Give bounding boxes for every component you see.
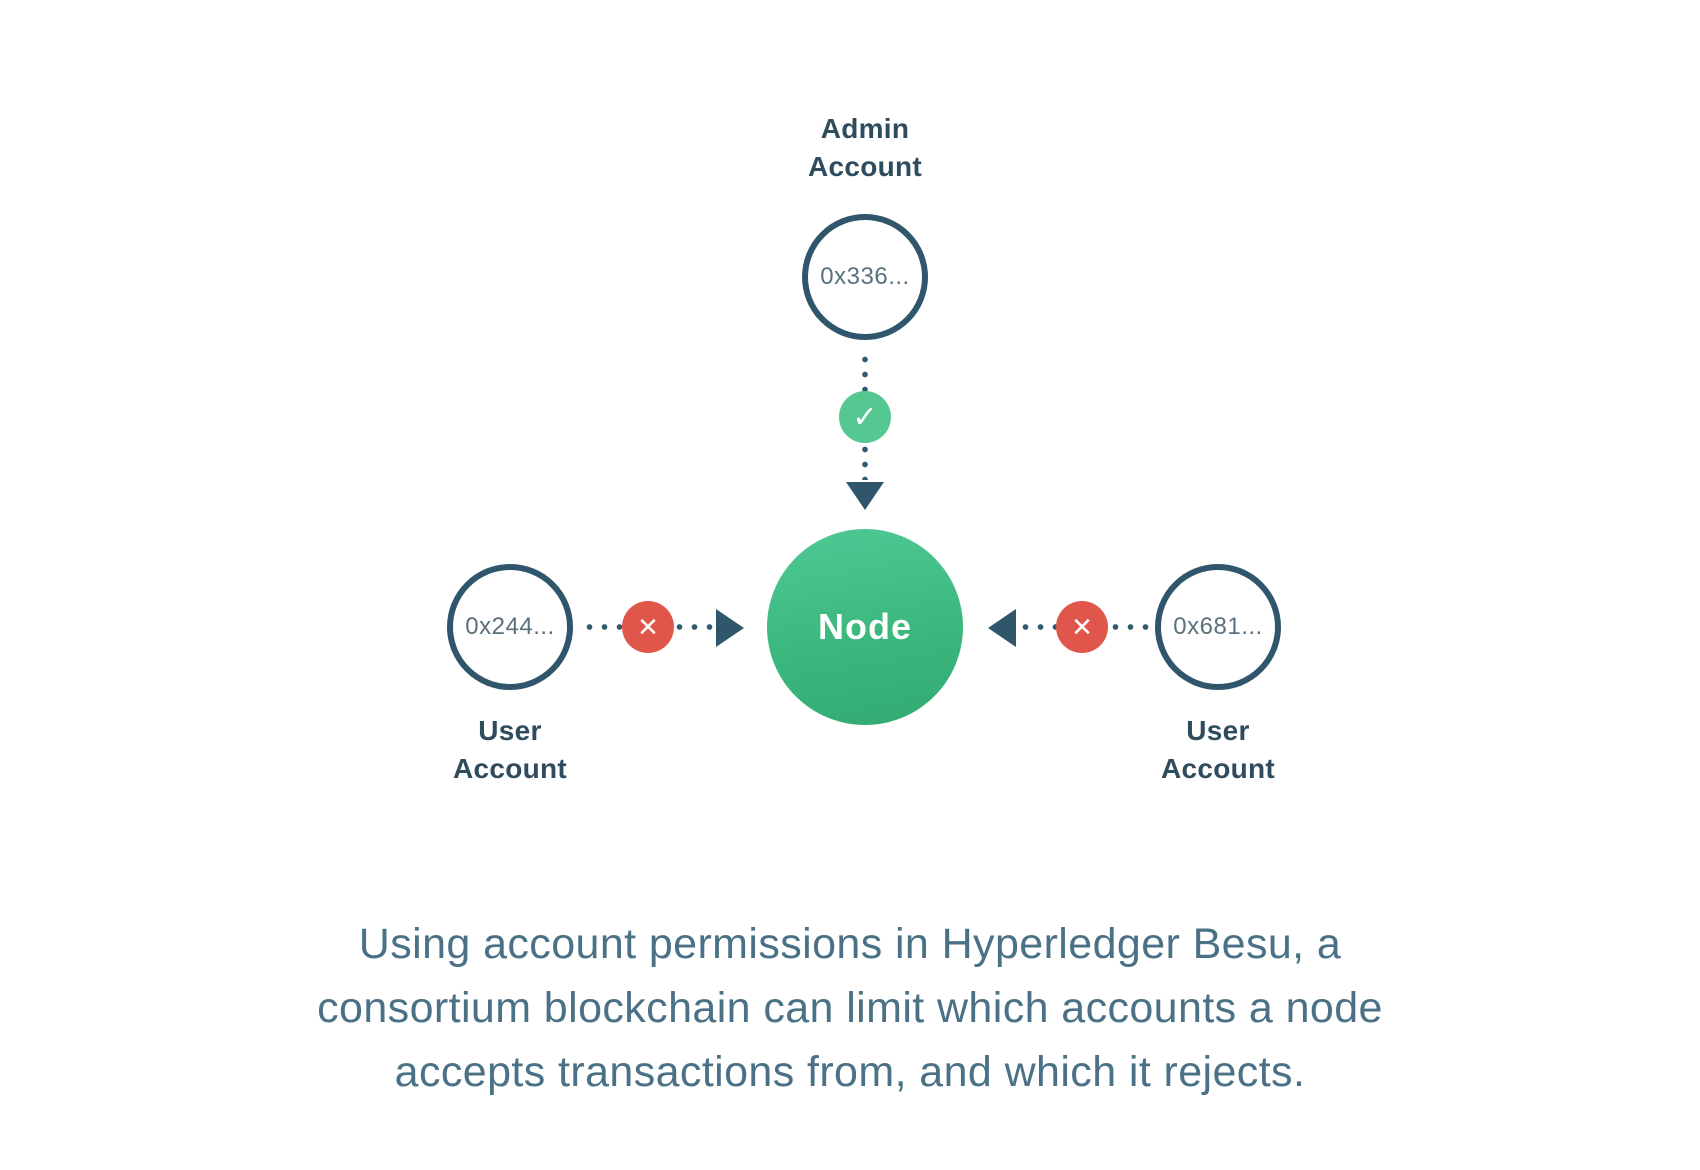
caption: Using account permissions in Hyperledger…	[0, 912, 1700, 1104]
left-arrow-icon	[988, 609, 1016, 647]
allowed-badge: ✓	[839, 391, 891, 443]
left-user-account-address: 0x244...	[465, 613, 555, 640]
right-arrow-icon	[716, 609, 744, 647]
left-user-account-label-line2: Account	[452, 753, 568, 784]
admin-account-label-line2: Account	[807, 151, 923, 182]
left-user-account-label: User Account	[310, 712, 710, 788]
right-user-account-address: 0x681...	[1173, 613, 1263, 640]
caption-line-3: accepts transactions from, and which it …	[394, 1048, 1306, 1096]
check-icon: ✓	[852, 400, 878, 434]
left-user-account-circle: 0x244...	[447, 564, 573, 690]
right-user-account-label-line2: Account	[1160, 753, 1276, 784]
right-rejected-badge: ✕	[1056, 601, 1108, 653]
right-user-account-circle: 0x681...	[1155, 564, 1281, 690]
down-arrow-icon	[846, 482, 884, 510]
right-user-account-label-line1: User	[1186, 715, 1250, 746]
cross-icon: ✕	[637, 611, 659, 642]
admin-account-label-line1: Admin	[820, 113, 910, 144]
left-user-account-label-line1: User	[478, 715, 542, 746]
node-circle: Node	[767, 529, 963, 725]
left-rejected-badge: ✕	[622, 601, 674, 653]
cross-icon: ✕	[1071, 611, 1093, 642]
admin-account-label: Admin Account	[665, 110, 1065, 186]
right-user-account-label: User Account	[1018, 712, 1418, 788]
admin-account-circle: 0x336...	[802, 214, 928, 340]
admin-account-address: 0x336...	[820, 263, 910, 290]
caption-line-2: consortium blockchain can limit which ac…	[317, 984, 1383, 1032]
node-label: Node	[818, 606, 912, 647]
caption-line-1: Using account permissions in Hyperledger…	[358, 920, 1342, 968]
